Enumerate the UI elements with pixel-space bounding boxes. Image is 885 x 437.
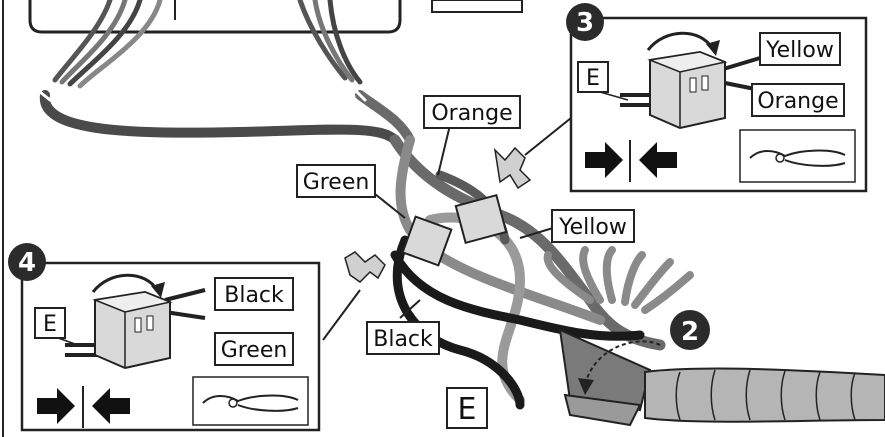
label-orange: Orange [423, 95, 521, 129]
panel-3-e-text: E [586, 66, 600, 91]
label-e-main: E [446, 387, 488, 429]
label-orange-text: Orange [431, 101, 512, 126]
label-green: Green [296, 164, 376, 198]
label-green-text: Green [303, 170, 370, 195]
rotate-arrow-icon [91, 273, 159, 293]
pliers-icon [192, 376, 309, 426]
step-2-arrow [578, 340, 661, 395]
press-arrows-icon [585, 140, 677, 182]
rotate-arrow-icon [646, 31, 714, 51]
top-small-box [431, 0, 523, 13]
step-2-badge: 2 [670, 310, 710, 350]
panel-3: 3 E Yellow Orange [566, 3, 868, 193]
leader-lines [322, 117, 572, 341]
label-black-text: Black [373, 327, 433, 352]
step-3-badge [566, 3, 604, 41]
pliers-icon [739, 129, 856, 183]
connector-orange-yellow [454, 146, 532, 245]
panel-4-black-text: Black [224, 283, 284, 308]
step-4-badge [8, 243, 46, 281]
panel-3-yellow-text: Yellow [765, 38, 834, 63]
press-arrows-icon [37, 386, 130, 428]
wire-fan [543, 246, 694, 314]
panel-3-orange-text: Orange [757, 89, 838, 114]
panel-4: 4 E Black Green [8, 243, 321, 432]
label-yellow-text: Yellow [558, 215, 627, 240]
wire-bundle-top [52, 0, 363, 89]
harness-box [28, 0, 402, 34]
step-2-number: 2 [681, 317, 699, 347]
label-yellow: Yellow [551, 209, 635, 243]
step-3-number: 3 [576, 8, 594, 38]
harness-sleeve [558, 328, 885, 427]
label-black: Black [366, 321, 440, 355]
label-e-main-text: E [458, 392, 477, 427]
panel-4-e-text: E [43, 312, 57, 337]
connector-green-black [344, 215, 453, 283]
panel-4-green-text: Green [221, 338, 288, 363]
step-4-number: 4 [18, 248, 36, 278]
main-cable [38, 88, 415, 145]
